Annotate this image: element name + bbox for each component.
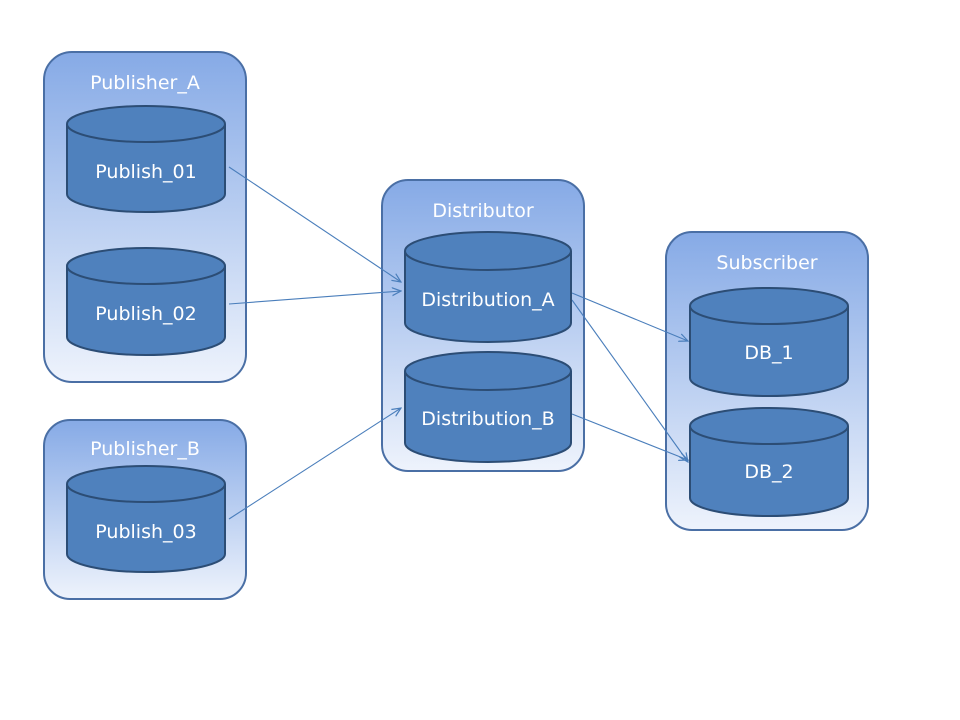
db-db-2-label: DB_2 (744, 461, 793, 483)
arrow-publish03-distributionB (228, 408, 401, 520)
db-distribution-a-label: Distribution_A (421, 289, 554, 311)
group-subscriber-label: Subscriber (716, 252, 817, 274)
db-db-1: DB_1 (689, 287, 849, 397)
db-distribution-a: Distribution_A (404, 231, 572, 343)
db-distribution-b-label: Distribution_B (421, 408, 554, 430)
db-publish-01-label: Publish_01 (95, 161, 196, 183)
db-publish-02-label: Publish_02 (95, 303, 196, 325)
group-distributor-label: Distributor (432, 200, 534, 222)
db-db-2: DB_2 (689, 407, 849, 517)
db-distribution-b: Distribution_B (404, 351, 572, 463)
connectors (228, 166, 688, 520)
group-publisher-b-label: Publisher_B (90, 438, 200, 460)
arrow-distributionA-db1 (571, 292, 688, 341)
db-db-1-label: DB_1 (744, 342, 793, 364)
arrow-publish01-distributionA (228, 166, 401, 282)
db-publish-03: Publish_03 (66, 465, 226, 573)
arrow-distributionB-db2 (571, 413, 688, 460)
db-publish-02: Publish_02 (66, 247, 226, 356)
group-publisher-a-label: Publisher_A (90, 72, 200, 94)
db-publish-03-label: Publish_03 (95, 521, 196, 543)
arrow-distributionA-db2 (571, 299, 688, 462)
arrow-publish02-distributionA (228, 291, 401, 305)
db-publish-01: Publish_01 (66, 105, 226, 213)
